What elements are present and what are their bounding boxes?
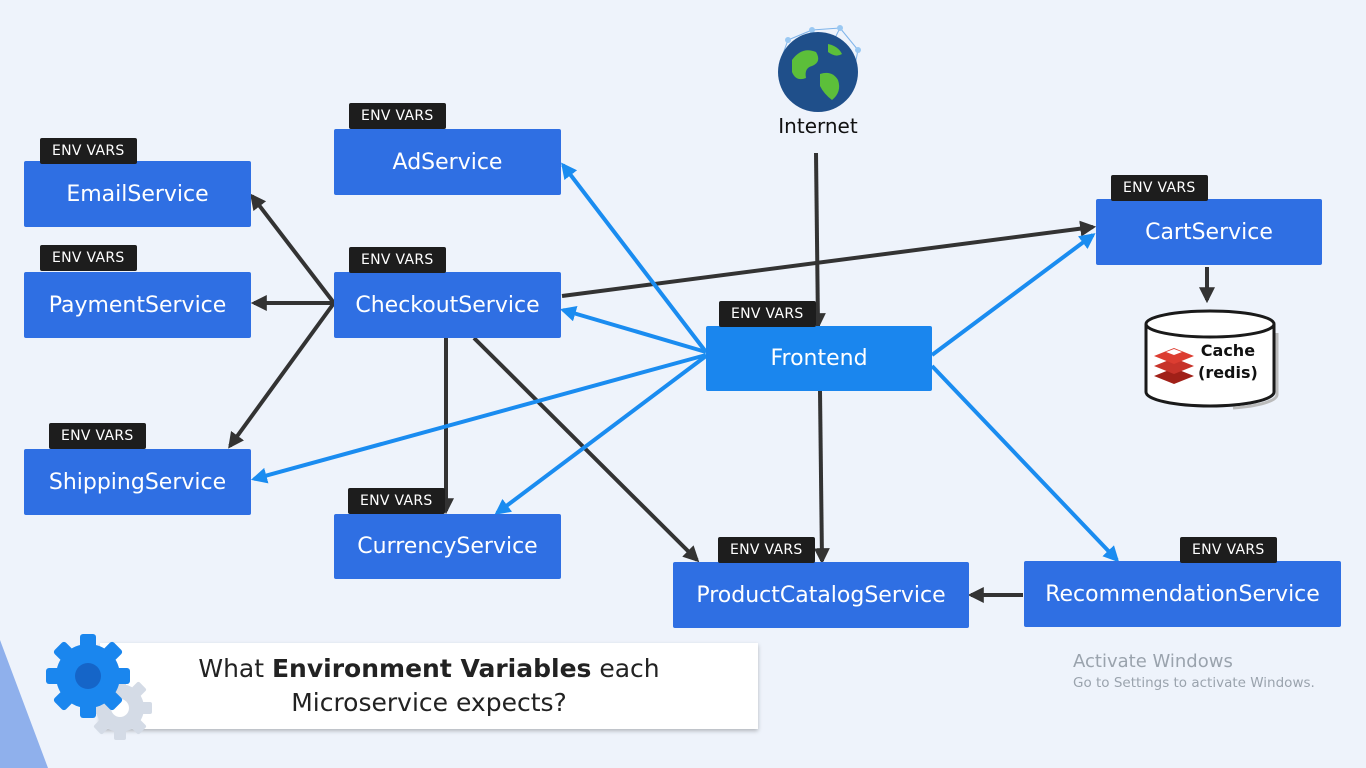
question-text-bold: Environment Variables xyxy=(271,654,592,683)
internet-label: Internet xyxy=(778,114,858,138)
question-banner: What Environment Variables each Microser… xyxy=(100,643,758,729)
arrow-frontend-to-currency xyxy=(494,354,708,515)
ad-service-label: AdService xyxy=(392,149,503,175)
cache-label-line1: Cache xyxy=(1200,341,1256,360)
arrow-frontend-to-checkout xyxy=(559,305,707,354)
env-vars-badge-payment: ENV VARS xyxy=(40,245,137,271)
arrow-frontend-to-cart xyxy=(930,233,1096,357)
cart-service-box[interactable]: CartService xyxy=(1096,199,1322,265)
checkout-service-label: CheckoutService xyxy=(355,292,540,318)
redis-icon xyxy=(1154,348,1194,384)
env-vars-badge-currency: ENV VARS xyxy=(348,488,445,514)
activate-windows-watermark: Activate Windows Go to Settings to activ… xyxy=(1073,651,1315,691)
cache-cylinder-icon xyxy=(1144,309,1279,410)
arrow-internet-to-frontend xyxy=(809,152,826,330)
arrow-frontend-to-recommendation xyxy=(930,364,1120,563)
cache-redis-node[interactable]: Cache (redis) xyxy=(1140,308,1280,416)
globe-network-icon xyxy=(778,25,861,112)
env-vars-badge-ad: ENV VARS xyxy=(349,103,446,129)
payment-service-box[interactable]: PaymentService xyxy=(24,272,251,338)
shipping-service-label: ShippingService xyxy=(48,469,227,495)
currency-service-label: CurrencyService xyxy=(357,534,538,559)
arrow-frontend-to-productcatalog xyxy=(813,390,830,565)
env-vars-badge-recommendation: ENV VARS xyxy=(1180,537,1277,563)
recommendation-service-box[interactable]: RecommendationService xyxy=(1024,561,1341,627)
checkout-service-box[interactable]: CheckoutService xyxy=(334,272,561,338)
product-catalog-service-box[interactable]: ProductCatalogService xyxy=(673,562,969,628)
internet-node: Internet xyxy=(768,22,868,138)
question-line1: What Environment Variables each xyxy=(198,652,659,686)
email-service-label: EmailService xyxy=(66,181,209,207)
arrow-frontend-to-ad xyxy=(561,162,708,354)
frontend-box[interactable]: Frontend xyxy=(706,326,932,391)
watermark-title: Activate Windows xyxy=(1073,651,1233,672)
arrow-checkout-to-shipping xyxy=(228,301,336,449)
email-service-box[interactable]: EmailService xyxy=(24,161,251,227)
watermark-subtitle: Go to Settings to activate Windows. xyxy=(1073,675,1315,691)
arrow-checkout-to-cart xyxy=(561,220,1097,298)
env-vars-badge-frontend: ENV VARS xyxy=(719,301,816,327)
cache-label: Cache (redis) xyxy=(1198,340,1258,384)
recommendation-service-label: RecommendationService xyxy=(1045,581,1320,607)
question-text-part2: each xyxy=(591,654,660,683)
env-vars-badge-email: ENV VARS xyxy=(40,138,137,164)
product-catalog-service-label: ProductCatalogService xyxy=(696,582,946,608)
frontend-label: Frontend xyxy=(770,346,868,371)
cache-label-line2: (redis) xyxy=(1198,363,1258,382)
corner-decoration xyxy=(0,640,48,768)
ad-service-box[interactable]: AdService xyxy=(334,129,561,195)
gears-icon xyxy=(46,634,152,740)
question-line2: Microservice expects? xyxy=(291,688,567,717)
env-vars-badge-checkout: ENV VARS xyxy=(349,247,446,273)
shipping-service-box[interactable]: ShippingService xyxy=(24,449,251,515)
payment-service-label: PaymentService xyxy=(48,292,227,318)
env-vars-badge-shipping: ENV VARS xyxy=(49,423,146,449)
question-text-part1: What xyxy=(198,654,272,683)
env-vars-badge-cart: ENV VARS xyxy=(1111,175,1208,201)
arrow-checkout-to-email xyxy=(250,193,336,305)
env-vars-badge-product-catalog: ENV VARS xyxy=(718,537,815,563)
cart-service-label: CartService xyxy=(1145,219,1273,245)
currency-service-box[interactable]: CurrencyService xyxy=(334,514,561,579)
arrow-frontend-to-shipping xyxy=(250,353,707,484)
